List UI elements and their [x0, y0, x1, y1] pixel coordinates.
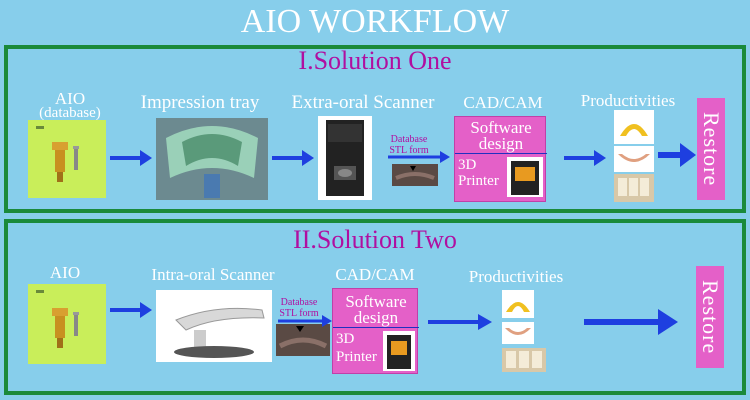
productivities-label: Productivities [566, 92, 690, 110]
restore-badge-2: Restore [696, 266, 724, 368]
productivities-label-2: Productivities [454, 268, 578, 286]
3d-printer-image-2 [383, 331, 415, 371]
aio-abutment-image [28, 120, 106, 198]
page-title: AIO WORKFLOW [0, 2, 750, 42]
intra-oral-scanner-label: Intra-oral Scanner [138, 266, 288, 284]
3d-printer-image [507, 157, 543, 197]
cadcam-label: CAD/CAM [458, 94, 548, 112]
printer-label-2: Printer [458, 173, 499, 189]
solution-one-title: I.Solution One [270, 46, 480, 76]
database-label-2: Database [274, 298, 324, 308]
product-teeth [614, 174, 654, 202]
restore-badge: Restore [697, 98, 725, 200]
product-model-upper-2 [502, 290, 534, 318]
software-design-label-2: design [455, 135, 547, 152]
arrow-5 [656, 140, 698, 170]
arrow-6 [108, 300, 154, 320]
cadcam-label-2: CAD/CAM [330, 266, 420, 284]
cadcam-divider-2 [333, 327, 419, 328]
database-label: Database [384, 135, 434, 145]
product-model-lower-2 [502, 322, 534, 344]
cadcam-divider [455, 153, 547, 154]
aio-label-2: AIO [30, 264, 100, 282]
printer-label-4: Printer [336, 349, 377, 365]
product-model-lower [614, 146, 654, 172]
arrow-9 [582, 306, 682, 338]
arrow-2 [270, 148, 316, 168]
scan-preview-image [392, 164, 438, 186]
printer-label-3: 3D [336, 331, 354, 347]
arrow-7 [276, 314, 334, 328]
printer-label: 3D [458, 157, 476, 173]
cadcam-box-2: Software design 3D Printer [332, 288, 418, 374]
intra-oral-scanner-image [156, 290, 272, 362]
arrow-1 [108, 148, 154, 168]
arrow-3 [386, 150, 452, 164]
product-teeth-2 [502, 348, 546, 372]
scan-preview-image-2 [276, 324, 330, 356]
extra-oral-scanner-label: Extra-oral Scanner [278, 92, 448, 113]
impression-tray-label: Impression tray [130, 92, 270, 113]
product-model-upper [614, 110, 654, 144]
extra-oral-scanner-image [318, 116, 372, 200]
arrow-4 [562, 148, 608, 168]
arrow-8 [426, 312, 494, 332]
cadcam-box: Software design 3D Printer [454, 116, 546, 202]
solution-two-title: II.Solution Two [260, 225, 490, 255]
aio-abutment-image-2 [28, 284, 106, 364]
software-design-label-4: design [333, 309, 419, 326]
impression-tray-image [156, 118, 268, 200]
